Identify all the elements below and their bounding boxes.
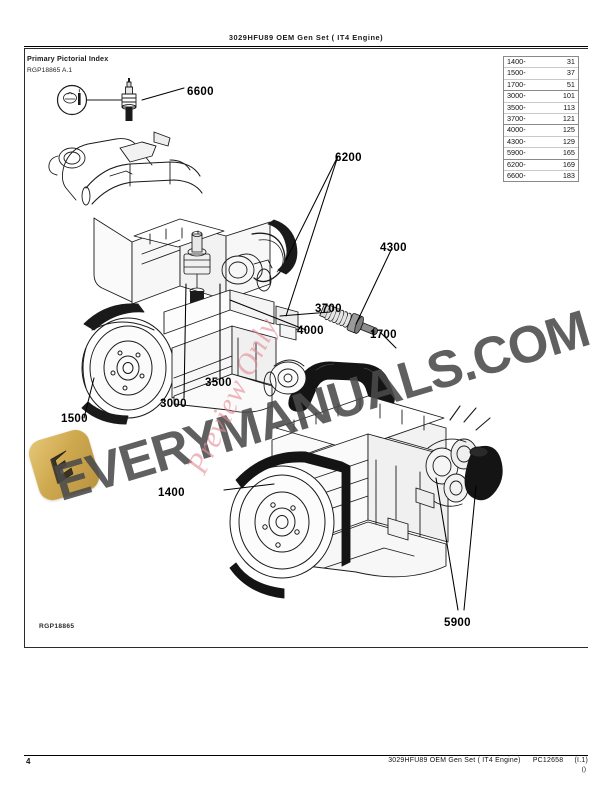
index-row[interactable]: 5900-165 — [504, 147, 578, 160]
page-number: 4 — [26, 757, 31, 766]
page-subtitle: RGP18865 A.1 — [27, 67, 73, 74]
callout-label-3700[interactable]: 3700 — [315, 303, 342, 315]
index-row[interactable]: 6600- 183 — [504, 171, 578, 182]
index-page: 31 — [546, 57, 578, 69]
callout-label-3500[interactable]: 3500 — [205, 377, 232, 389]
callout-label-6200[interactable]: 6200 — [335, 152, 362, 164]
index-page: 121 — [546, 113, 578, 126]
index-section: 3000- — [504, 90, 547, 103]
index-section: 6200- — [504, 159, 547, 172]
index-row[interactable]: 4000-125 — [504, 124, 578, 137]
callout-label-1700[interactable]: 1700 — [370, 329, 397, 341]
index-section: 3500- — [504, 102, 547, 115]
index-section: 4300- — [504, 136, 547, 149]
callout-label-4300[interactable]: 4300 — [380, 242, 407, 254]
index-row[interactable]: 3000-101 — [504, 90, 578, 103]
index-row[interactable]: 1500-37 — [504, 67, 578, 80]
footer-model: 3029HFU89 OEM Gen Set ( IT4 Engine) — [388, 757, 521, 764]
footer-tail: () — [581, 766, 586, 773]
footer-meta: 3029HFU89 OEM Gen Set ( IT4 Engine) PC12… — [388, 757, 588, 764]
index-page: 113 — [546, 102, 578, 115]
callout-label-5900[interactable]: 5900 — [444, 617, 471, 629]
callout-label-3000[interactable]: 3000 — [160, 398, 187, 410]
index-page: 125 — [546, 124, 578, 137]
index-page: 169 — [546, 159, 578, 172]
callout-label-1400[interactable]: 1400 — [158, 487, 185, 499]
callout-label-1500[interactable]: 1500 — [61, 413, 88, 425]
footer-catalog: PC12658 — [532, 757, 564, 764]
index-page: 183 — [562, 171, 575, 181]
figure-frame — [24, 48, 588, 648]
index-page: 165 — [546, 147, 578, 160]
index-page: 101 — [546, 90, 578, 103]
footer-revision: (I.1) — [574, 757, 588, 764]
index-section: 3700- — [504, 113, 547, 126]
index-row[interactable]: 3700-121 — [504, 113, 578, 126]
index-row[interactable]: 1400-31 — [504, 57, 578, 69]
page-header-title: 3029HFU89 OEM Gen Set ( IT4 Engine) — [228, 33, 384, 42]
index-page: 51 — [546, 79, 578, 92]
callout-label-4000[interactable]: 4000 — [297, 325, 324, 337]
index-section: 1700- — [504, 79, 547, 92]
footer-divider — [24, 755, 588, 756]
index-row[interactable]: 1700-51 — [504, 79, 578, 92]
index-row[interactable]: 3500-113 — [504, 102, 578, 115]
index-section: 4000- — [504, 124, 547, 137]
page-title: Primary Pictorial Index — [27, 54, 109, 63]
header-divider — [24, 46, 588, 47]
index-section: 1500- — [504, 67, 547, 80]
figure-code: RGP18865 — [39, 623, 75, 630]
index-row[interactable]: 6200-169 — [504, 159, 578, 172]
index-row[interactable]: 4300-129 — [504, 136, 578, 149]
index-page: 129 — [546, 136, 578, 149]
callout-label-6600[interactable]: 6600 — [187, 86, 214, 98]
index-section: 1400- — [504, 57, 547, 69]
index-page: 37 — [546, 67, 578, 80]
exploded-view-drawing — [24, 48, 588, 648]
index-section: 5900- — [504, 147, 547, 160]
index-section: 6600- — [507, 171, 526, 181]
